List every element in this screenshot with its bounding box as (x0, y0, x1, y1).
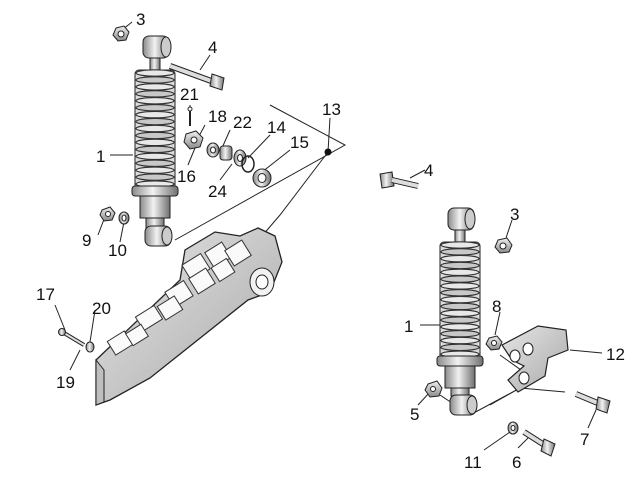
right-nut-8 (485, 335, 503, 351)
right-nut-3 (494, 237, 513, 254)
callout-left-21: 21 (180, 85, 199, 104)
left-shock-spring (131, 69, 179, 229)
spring-coil (440, 248, 480, 256)
right-bolt-6 (522, 429, 556, 457)
callout-left-22: 22 (233, 113, 252, 132)
spring-coil (135, 69, 175, 77)
callout-right-6: 6 (512, 453, 521, 472)
callout-left-24: 24 (208, 182, 227, 201)
left-spacer-22 (219, 145, 233, 161)
callout-right-12: 12 (606, 345, 625, 364)
spring-coil (135, 166, 175, 174)
callout-left-15: 15 (290, 133, 309, 152)
spring-coil (440, 316, 480, 324)
spring-coil (135, 173, 175, 181)
left-washer-10 (118, 211, 130, 225)
spring-coil (135, 83, 175, 91)
callout-left-17: 17 (36, 285, 55, 304)
spring-coil (135, 145, 175, 154)
callout-right-4: 4 (424, 161, 433, 180)
left-lower-eye (144, 225, 173, 247)
callout-right-8: 8 (492, 297, 501, 316)
left-pin-21 (187, 106, 193, 126)
callout-left-4: 4 (208, 38, 217, 57)
callout-right-7: 7 (580, 430, 589, 449)
spring-coil (440, 295, 480, 304)
left-washer-18 (206, 142, 220, 158)
right-shock-spring (436, 241, 484, 397)
spring-coil (440, 302, 480, 311)
spring-coil (440, 336, 480, 345)
left-washer-24 (233, 149, 247, 167)
left-oring-14 (241, 155, 255, 173)
right-upper-mount (447, 207, 476, 243)
spring-coil (135, 159, 175, 168)
callout-left-20: 20 (92, 299, 111, 318)
callout-left-16: 16 (177, 167, 196, 186)
left-assembly-dot (324, 148, 332, 156)
callout-labels: 3 4 21 13 18 22 14 15 1 16 24 9 10 17 20… (36, 10, 625, 472)
spring-coil (135, 96, 175, 105)
spring-coil (440, 343, 480, 352)
spring-coil (440, 268, 480, 277)
right-lower-eye (449, 394, 478, 416)
callout-right-3: 3 (510, 205, 519, 224)
callout-right-5: 5 (410, 405, 419, 424)
spring-coil (135, 110, 175, 119)
spring-coil (135, 117, 175, 126)
left-footrest-arm (95, 227, 283, 406)
left-nut-16 (183, 130, 204, 150)
spring-coil (440, 261, 480, 270)
spring-coil (440, 288, 480, 297)
spring-coil (440, 323, 480, 331)
spring-coil (135, 76, 175, 84)
left-upper-mount (142, 35, 172, 71)
callout-left-10: 10 (108, 241, 127, 260)
spring-coil (440, 241, 480, 249)
spring-coil (135, 124, 175, 133)
spring-coil (135, 152, 175, 161)
spring-coil (440, 275, 480, 283)
right-leader-lines (409, 169, 603, 451)
callout-left-19: 19 (56, 373, 75, 392)
callout-left-14: 14 (267, 118, 286, 137)
left-nut-3 (112, 25, 130, 42)
right-bolt-4 (379, 171, 419, 189)
spring-coil (440, 309, 480, 318)
right-nut-5 (424, 380, 443, 398)
spring-coil (135, 90, 175, 98)
spring-coil (135, 138, 175, 147)
left-washer-20 (85, 341, 95, 353)
spring-coil (440, 254, 480, 263)
callout-right-1: 1 (404, 317, 413, 336)
left-bolt-4 (168, 63, 225, 91)
callout-left-1: 1 (96, 147, 105, 166)
spring-coil (440, 282, 480, 290)
spring-coil (440, 329, 480, 338)
callout-left-18: 18 (208, 107, 227, 126)
callout-right-11: 11 (464, 453, 482, 472)
right-bolt-7 (574, 391, 611, 414)
left-screw-17 (58, 328, 86, 347)
left-nut-9 (99, 206, 116, 222)
left-bearing-15 (252, 168, 272, 188)
spring-coil (135, 103, 175, 112)
callout-left-3: 3 (136, 10, 145, 29)
callout-left-9: 9 (82, 231, 91, 250)
right-bracket-12 (501, 325, 569, 393)
right-washer-11 (507, 421, 519, 435)
spring-coil (135, 131, 175, 140)
callout-left-13: 13 (322, 100, 341, 119)
